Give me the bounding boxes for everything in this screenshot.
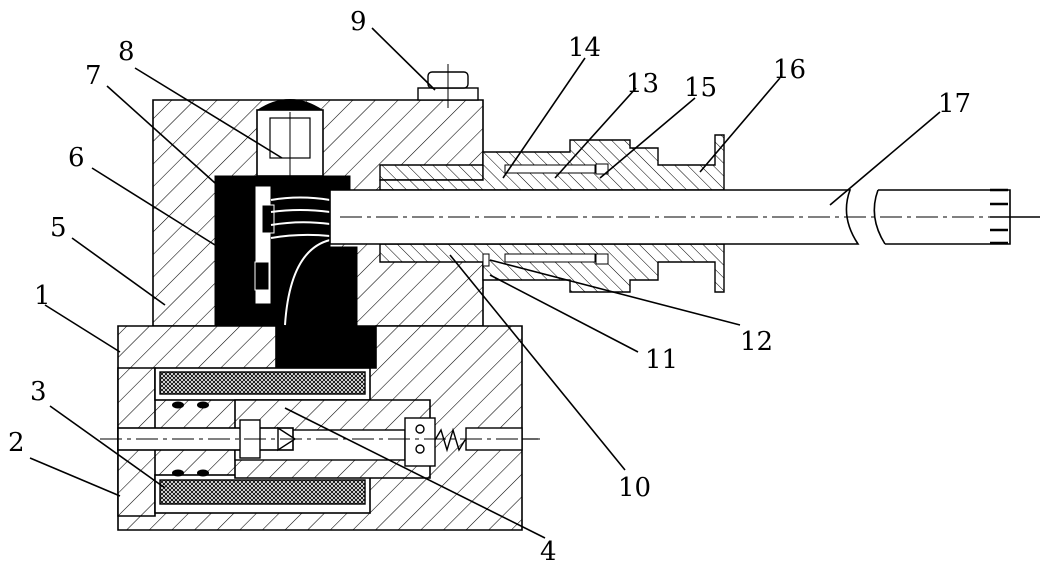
label-10: 10 xyxy=(618,473,651,503)
label-8: 8 xyxy=(118,37,135,67)
label-1: 1 xyxy=(34,281,51,311)
lower-coil xyxy=(155,475,370,513)
label-3: 3 xyxy=(30,377,47,407)
label-12: 12 xyxy=(740,327,773,357)
label-13: 13 xyxy=(626,69,659,99)
label-9: 9 xyxy=(350,7,367,37)
label-14: 14 xyxy=(568,33,601,63)
label-16: 16 xyxy=(773,55,806,85)
label-17: 17 xyxy=(938,89,971,119)
upper-coil xyxy=(155,368,370,400)
lower-black-connector xyxy=(276,326,376,368)
label-6: 6 xyxy=(68,143,85,173)
label-2: 2 xyxy=(8,428,25,458)
top-plug xyxy=(257,99,323,176)
label-4: 4 xyxy=(540,537,557,567)
label-7: 7 xyxy=(85,61,102,91)
label-15: 15 xyxy=(684,73,717,103)
cable xyxy=(330,190,1040,244)
label-5: 5 xyxy=(50,213,67,243)
label-11: 11 xyxy=(645,345,678,375)
